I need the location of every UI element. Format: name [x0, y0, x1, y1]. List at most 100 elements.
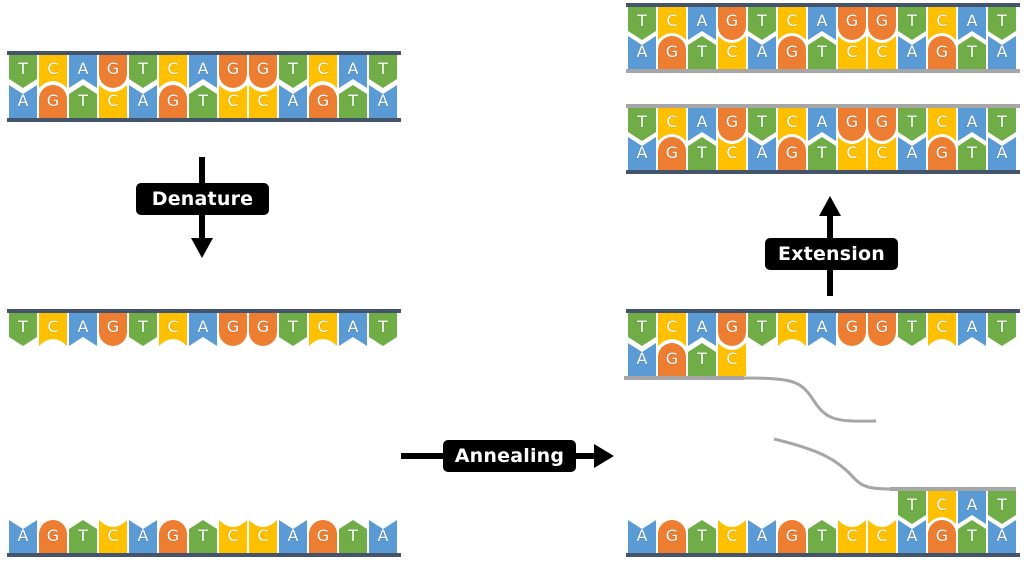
base-letter: A: [697, 11, 708, 30]
base-letter: G: [876, 11, 888, 30]
base-letter: T: [966, 143, 977, 162]
base-cytosine: [658, 108, 686, 141]
base-letter: A: [907, 42, 918, 61]
base-cytosine: [159, 313, 187, 346]
base-letter: C: [257, 526, 268, 545]
base-letter: C: [666, 112, 677, 131]
base-adenine: [748, 520, 776, 553]
base-thymine: [9, 55, 37, 88]
base-thymine: [808, 137, 836, 170]
base-letter: A: [18, 91, 29, 110]
base-letter: G: [47, 526, 59, 545]
base-adenine: [369, 85, 397, 118]
backbone-bottom: [7, 553, 401, 557]
base-thymine: [898, 108, 926, 141]
base-letter: C: [257, 91, 268, 110]
base-letter: T: [816, 526, 827, 545]
base-letter: A: [697, 112, 708, 131]
base-thymine: [189, 85, 217, 118]
base-thymine: [369, 313, 397, 346]
base-adenine: [808, 108, 836, 141]
backbone-bottom: [626, 69, 1020, 73]
base-adenine: [9, 520, 37, 553]
base-letter: T: [996, 112, 1007, 131]
base-letter: A: [348, 317, 359, 336]
backbone-top: [626, 104, 1020, 108]
base-letter: A: [78, 317, 89, 336]
base-thymine: [688, 343, 716, 376]
base-letter: A: [637, 526, 648, 545]
backbone-bottom: [626, 170, 1020, 174]
base-thymine: [69, 85, 97, 118]
base-letter: T: [17, 59, 28, 78]
base-letter: T: [636, 112, 647, 131]
base-letter: C: [876, 42, 887, 61]
primer-backbone: [624, 376, 744, 380]
base-guanine: [658, 36, 686, 69]
base-letter: A: [757, 526, 768, 545]
base-letter: C: [317, 317, 328, 336]
base-guanine: [778, 137, 806, 170]
base-letter: A: [637, 349, 648, 368]
base-thymine: [339, 85, 367, 118]
base-letter: T: [756, 317, 767, 336]
base-cytosine: [838, 36, 866, 69]
base-adenine: [898, 36, 926, 69]
base-guanine: [928, 520, 956, 553]
base-cytosine: [868, 520, 896, 553]
base-letter: G: [786, 143, 798, 162]
base-letter: T: [696, 42, 707, 61]
base-thymine: [988, 491, 1016, 524]
base-letter: T: [816, 42, 827, 61]
base-letter: G: [876, 112, 888, 131]
base-letter: A: [378, 526, 389, 545]
base-adenine: [808, 7, 836, 40]
primer-tail-top: [741, 376, 877, 423]
base-letter: C: [47, 317, 58, 336]
base-letter: T: [906, 495, 917, 514]
base-cytosine: [718, 343, 746, 376]
backbone-top: [7, 51, 401, 55]
base-letter: A: [78, 59, 89, 78]
base-cytosine: [838, 137, 866, 170]
base-thymine: [748, 7, 776, 40]
base-adenine: [628, 520, 656, 553]
base-letter: C: [936, 11, 947, 30]
base-letter: C: [936, 495, 947, 514]
base-letter: T: [377, 59, 388, 78]
base-thymine: [339, 520, 367, 553]
base-letter: T: [696, 349, 707, 368]
base-letter: G: [107, 317, 119, 336]
base-adenine: [628, 343, 656, 376]
base-letter: G: [846, 112, 858, 131]
base-letter: A: [637, 143, 648, 162]
base-letter: T: [197, 91, 208, 110]
base-thymine: [279, 55, 307, 88]
base-letter: A: [138, 91, 149, 110]
base-letter: C: [726, 349, 737, 368]
base-cytosine: [39, 313, 67, 346]
base-thymine: [898, 7, 926, 40]
base-guanine: [928, 137, 956, 170]
base-guanine: [838, 108, 866, 141]
base-letter: C: [167, 317, 178, 336]
base-cytosine: [658, 7, 686, 40]
extension-label: Extension: [765, 238, 898, 270]
base-guanine: [658, 520, 686, 553]
base-letter: C: [726, 143, 737, 162]
base-letter: T: [696, 526, 707, 545]
base-letter: A: [907, 143, 918, 162]
base-cytosine: [778, 7, 806, 40]
base-letter: G: [876, 317, 888, 336]
base-thymine: [808, 36, 836, 69]
base-letter: A: [967, 11, 978, 30]
base-adenine: [988, 520, 1016, 553]
base-letter: A: [817, 112, 828, 131]
base-letter: G: [167, 91, 179, 110]
base-cytosine: [868, 137, 896, 170]
base-letter: G: [666, 349, 678, 368]
